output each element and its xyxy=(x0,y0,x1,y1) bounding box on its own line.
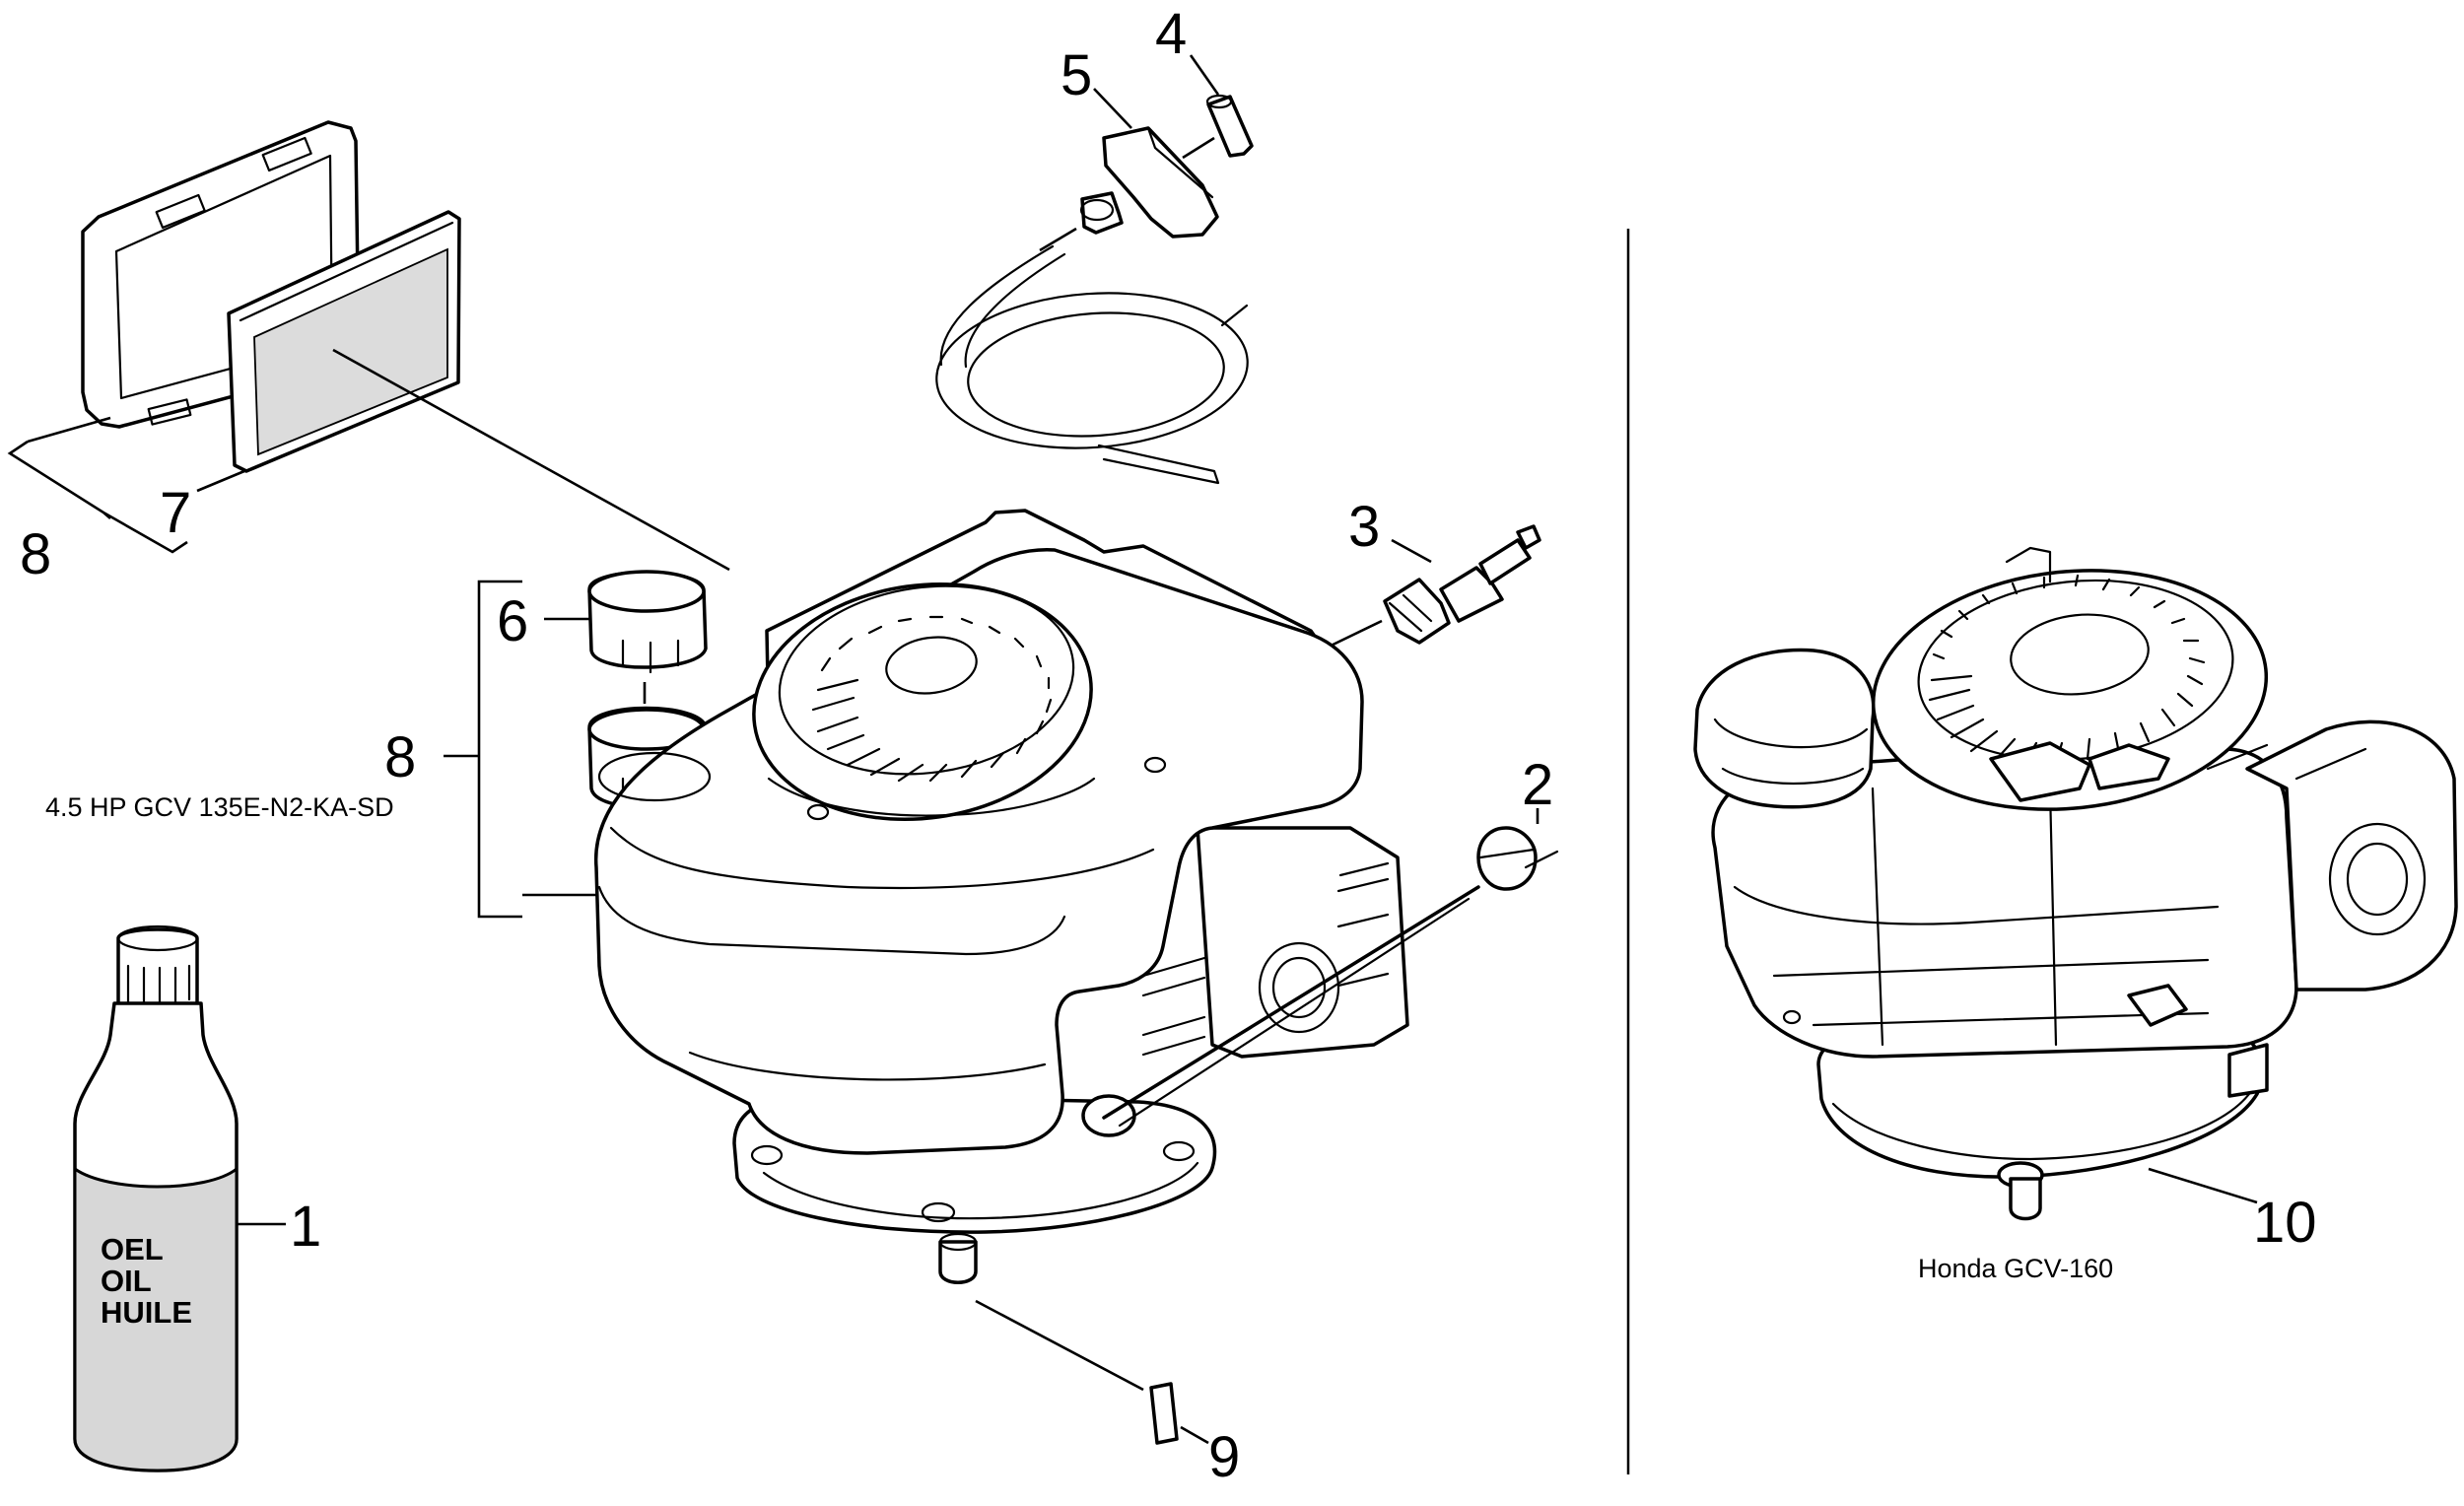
filter-kit-bracket xyxy=(7,440,188,554)
air-filter-element xyxy=(227,210,461,473)
oil-cap-upper xyxy=(587,570,708,674)
callout-4: 4 xyxy=(1155,2,1187,66)
callout-1: 1 xyxy=(290,1195,321,1259)
bottle-label-oel: OEL xyxy=(101,1232,164,1266)
caption-left-engine: 4.5 HP GCV 135E-N2-KA-SD xyxy=(45,792,394,822)
callout-8-filter: 8 xyxy=(20,522,51,586)
pin-to-handle-leader xyxy=(1182,136,1215,160)
shaft-key xyxy=(1149,1382,1179,1445)
caption-right-engine: Honda GCV-160 xyxy=(1918,1254,2113,1283)
callout-9: 9 xyxy=(1208,1425,1240,1489)
callout-2: 2 xyxy=(1522,753,1553,817)
key-label-leader xyxy=(1180,1425,1209,1445)
handle-leader xyxy=(1093,88,1132,129)
callout-3: 3 xyxy=(1348,495,1380,559)
pin-leader xyxy=(1189,54,1220,96)
callout-10: 10 xyxy=(2253,1191,2317,1255)
bottle-label-huile: HUILE xyxy=(101,1295,192,1330)
right-engine xyxy=(1693,546,2458,1221)
starter-handle xyxy=(1079,126,1219,239)
starter-rope xyxy=(935,244,1249,485)
left-engine xyxy=(593,509,1409,1284)
filter-leader xyxy=(332,348,730,572)
callout-6: 6 xyxy=(497,589,528,653)
recoil-slots xyxy=(811,615,1053,783)
starter-pin xyxy=(1205,94,1254,158)
key-leader xyxy=(975,1299,1144,1392)
dipstick xyxy=(1102,826,1559,1128)
callout-7: 7 xyxy=(160,481,191,545)
plug-leader-top xyxy=(1391,538,1432,564)
callout-8-tank: 8 xyxy=(384,725,416,789)
bottle-label-oil: OIL xyxy=(101,1264,152,1298)
spark-plug xyxy=(1383,524,1541,645)
tank-kit-bracket xyxy=(477,580,522,919)
filter-7-leader xyxy=(196,469,245,493)
oil-bottle: OEL OIL HUILE xyxy=(73,924,239,1472)
engine-leader xyxy=(2148,1167,2258,1204)
rope-leader xyxy=(1039,227,1077,252)
filter-kit-bracket-top xyxy=(27,416,111,444)
callout-5: 5 xyxy=(1061,43,1092,107)
